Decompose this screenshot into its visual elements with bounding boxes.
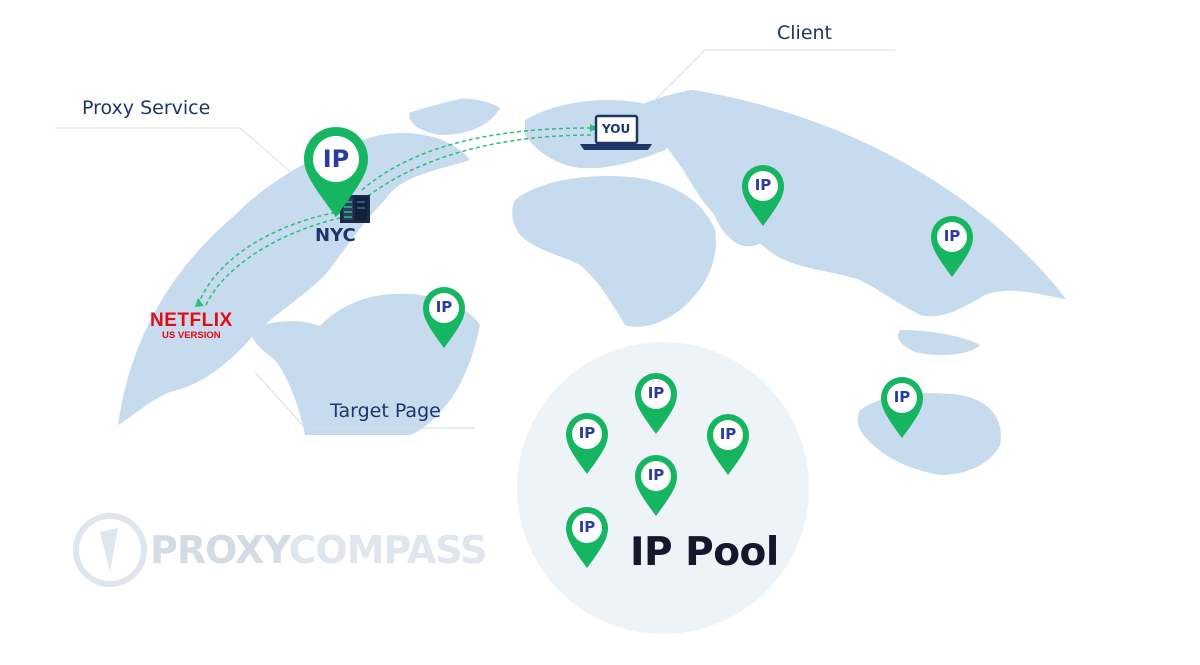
target-version-label: US VERSION [162,330,221,341]
proxy-ip-pin: IP [302,127,370,219]
ip-pin-icon [566,507,608,568]
pool-pin-label: IP [647,466,665,484]
asia-landmass [640,82,1076,317]
southeast-asia-islands [898,330,980,356]
route-target-to-proxy-a [197,211,339,306]
proxy-city-label: NYC [315,225,356,246]
pool-pin: IP [705,413,751,477]
map-pin-south-america: IP [421,286,467,350]
target-callout-line [254,371,475,429]
ip-pin-icon [566,413,608,474]
map-pin-east-asia: IP [929,215,975,279]
brand-watermark-part-a: PROXY [150,528,290,572]
map-pin-label: IP [754,176,772,194]
ip-pin-icon [635,455,677,516]
target-brand-name: NETFLIX [150,310,233,331]
ip-pin-icon [742,165,784,226]
data-routes [197,127,593,306]
map-pin-label: IP [943,227,961,245]
pool-pin-label: IP [578,518,596,536]
pool-pin: IP [564,506,610,570]
brand-watermark: PROXYCOMPASS [150,528,488,572]
callout-lines [55,49,895,429]
ip-pin-icon [931,216,973,277]
ip-pin-icon [707,414,749,475]
ip-pool-title: IP Pool [630,530,779,575]
proxy-pin-label: IP [322,145,350,173]
map-pin-label: IP [893,388,911,406]
route-proxy-to-client-a [361,127,591,191]
client-label: Client [777,22,833,44]
compass-logo-icon [73,513,147,587]
pool-pin: IP [633,454,679,518]
client-callout-line [654,49,895,101]
pool-pin-label: IP [578,424,596,442]
north-america-landmass [118,132,470,426]
africa-landmass [512,176,716,327]
arrowhead-target [195,298,204,307]
brand-watermark-part-b: COMPASS [288,528,488,572]
client-screen-label: YOU [602,122,631,136]
pool-pin: IP [633,372,679,436]
greenland-landmass [409,98,500,135]
route-proxy-to-client-b [367,134,593,197]
ip-pin-icon [304,127,368,217]
pool-pin: IP [564,412,610,476]
ip-pin-icon [881,377,923,438]
arrowhead-client [590,124,598,132]
pool-pin-label: IP [719,425,737,443]
map-pin-label: IP [435,298,453,316]
map-pin-australia: IP [879,376,925,440]
target-page-label: Target Page [330,400,441,422]
proxy-service-label: Proxy Service [82,97,211,119]
ip-pin-icon [423,287,465,348]
pool-pin-label: IP [647,384,665,402]
route-target-to-proxy-b [205,217,341,306]
ip-pin-icon [635,373,677,434]
target-brand-logo: NETFLIX US VERSION [150,311,233,341]
map-pin-middle-east: IP [740,164,786,228]
proxy-callout-line [55,127,301,181]
south-america-landmass [250,293,480,435]
laptop-icon [580,114,652,150]
